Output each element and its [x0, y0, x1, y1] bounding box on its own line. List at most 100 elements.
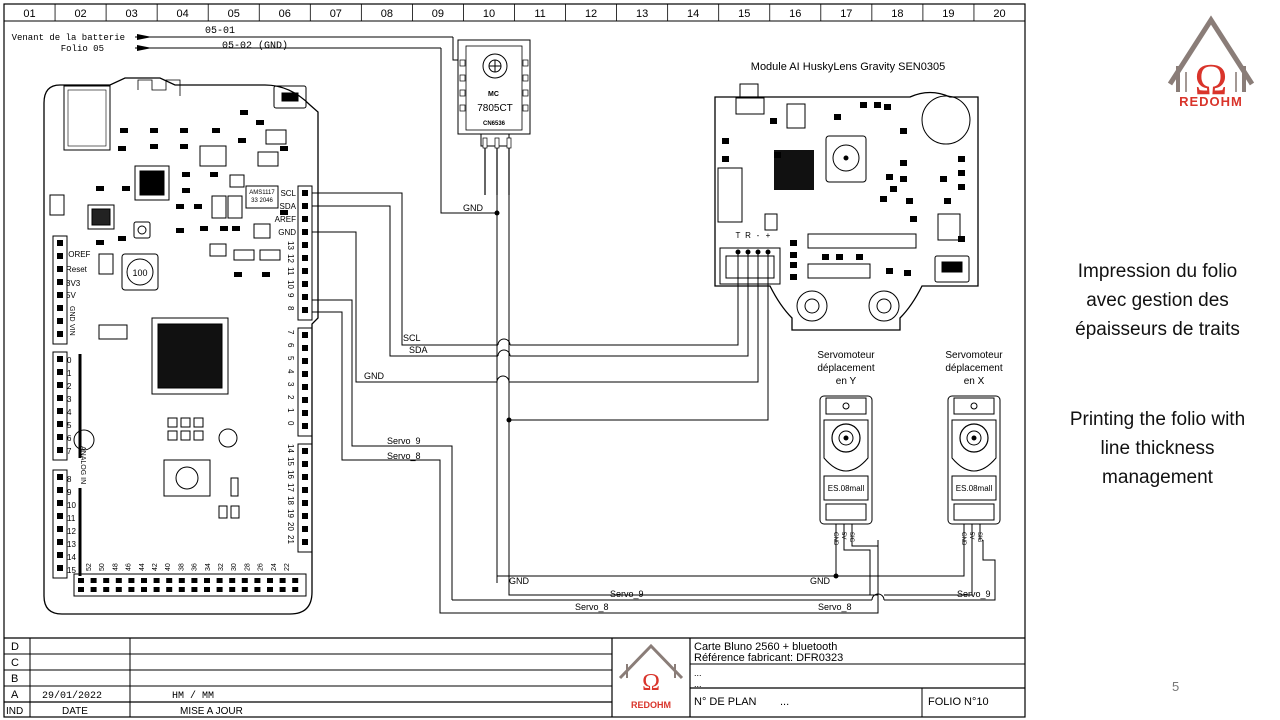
smd-part	[220, 226, 228, 231]
header-pin	[90, 578, 97, 583]
servo-title-line1: Servomoteur	[945, 350, 1003, 361]
digital-pin-13: 13	[286, 241, 295, 250]
header-pin	[57, 539, 63, 545]
header-pin	[178, 587, 185, 592]
header-pin	[57, 447, 63, 453]
analog-pin-1: 1	[67, 369, 72, 378]
power-pin-gnd: GND	[68, 306, 75, 322]
column-label-09: 09	[432, 8, 444, 20]
digital-pin-19: 19	[286, 509, 295, 518]
smd-part	[210, 172, 218, 177]
from-battery-label: Venant de la batterie	[12, 33, 125, 43]
smd-part	[118, 236, 126, 241]
logo-text: REDOHM	[1179, 94, 1243, 109]
analog-pin-0: 0	[67, 356, 72, 365]
smd-part	[910, 216, 917, 222]
digital-pin-15: 15	[286, 457, 295, 466]
gnd-bus	[496, 575, 836, 583]
right-headers	[297, 185, 313, 553]
analog-pin-10: 10	[67, 501, 76, 510]
header-pin	[103, 587, 110, 592]
smd-part	[900, 128, 907, 134]
title-line2: Référence fabricant: DFR0323	[694, 652, 843, 664]
smd-part	[180, 128, 188, 133]
column-label-03: 03	[126, 8, 138, 20]
header-pin	[302, 255, 308, 261]
digital-pin-10: 10	[286, 280, 295, 289]
header-pin	[57, 434, 63, 440]
left-header-pins	[57, 240, 63, 571]
bottom-pin-36: 36	[192, 563, 199, 571]
servo-body	[947, 395, 1001, 525]
header-pin	[302, 281, 308, 287]
digital-pin-0: 0	[286, 421, 295, 426]
digital-pin-3: 3	[286, 382, 295, 387]
husky-pin-1: R	[745, 231, 751, 240]
header-pin	[57, 474, 63, 480]
title-block	[4, 637, 1025, 717]
smd-part	[944, 198, 951, 204]
digital-pin-4: 4	[286, 369, 295, 374]
wiring	[312, 48, 996, 614]
top-pin-aref: AREF	[275, 215, 296, 224]
page-number: 5	[1172, 679, 1180, 694]
husky-pin-0: T	[736, 231, 741, 240]
header-pin	[103, 578, 110, 583]
digital-pin-5: 5	[286, 356, 295, 361]
servo-gear-hub	[838, 430, 854, 446]
column-label-11: 11	[534, 8, 545, 20]
header-pin	[57, 305, 63, 311]
servo-pin-sig: SIG	[848, 532, 854, 543]
header-pin	[141, 578, 147, 583]
rev-ind-b: B	[11, 673, 18, 685]
redohm-logo: Ω REDOHM	[1167, 15, 1255, 109]
smd-part	[958, 170, 965, 176]
header-pin	[191, 578, 198, 583]
plan-label: N° DE PLAN	[694, 696, 757, 708]
column-label-12: 12	[585, 8, 597, 20]
analog-pin-14: 14	[67, 553, 76, 562]
smd-part	[886, 268, 893, 274]
right-header-pins	[302, 190, 308, 545]
logo-omega-icon: Ω	[1195, 55, 1228, 104]
header-pin	[57, 292, 63, 298]
digital-pin-11: 11	[286, 267, 295, 276]
power-pin-ioref: IOREF	[66, 250, 91, 259]
header-pin	[90, 587, 97, 592]
digital-pin-1: 1	[286, 408, 295, 413]
servo-ear	[825, 397, 867, 415]
header-pin	[302, 190, 308, 196]
digital-pin-14: 14	[286, 444, 295, 453]
column-label-01: 01	[23, 8, 35, 20]
smd-part	[96, 240, 104, 245]
servo-shaft	[971, 435, 977, 441]
bottom-header-pins	[78, 578, 299, 592]
servo-ear	[953, 503, 995, 521]
analog-pin-8: 8	[67, 475, 72, 484]
smd-part	[280, 146, 288, 151]
header-pin	[279, 578, 286, 583]
servo8-bus-label: Servo_8	[575, 602, 609, 612]
header-pin	[166, 587, 173, 592]
bottom-pin-48: 48	[112, 563, 119, 571]
husky-pin-2: -	[757, 231, 760, 240]
header-pin	[267, 587, 273, 592]
smd-part	[884, 104, 891, 110]
smd-part	[176, 228, 184, 233]
huskylens-title: Module AI HuskyLens Gravity SEN0305	[751, 61, 945, 73]
huskylens-module	[714, 83, 979, 331]
header-pin	[302, 384, 308, 390]
plan-value: ...	[780, 696, 789, 708]
header-pin	[57, 253, 63, 259]
servo-x-gnd-wire	[836, 540, 965, 577]
header-pin	[153, 578, 160, 583]
top-pin-sda: SDA	[280, 202, 297, 211]
header-pin	[302, 397, 308, 403]
servo8-wire-label: Servo_8	[387, 451, 421, 461]
header-pin	[57, 552, 63, 558]
battery-feed: Venant de la batterie Folio 05 05-01 05-…	[12, 26, 458, 61]
servo9-bus-label: Servo_9	[610, 589, 644, 599]
smd-part	[790, 274, 797, 280]
header-pin	[302, 242, 308, 248]
